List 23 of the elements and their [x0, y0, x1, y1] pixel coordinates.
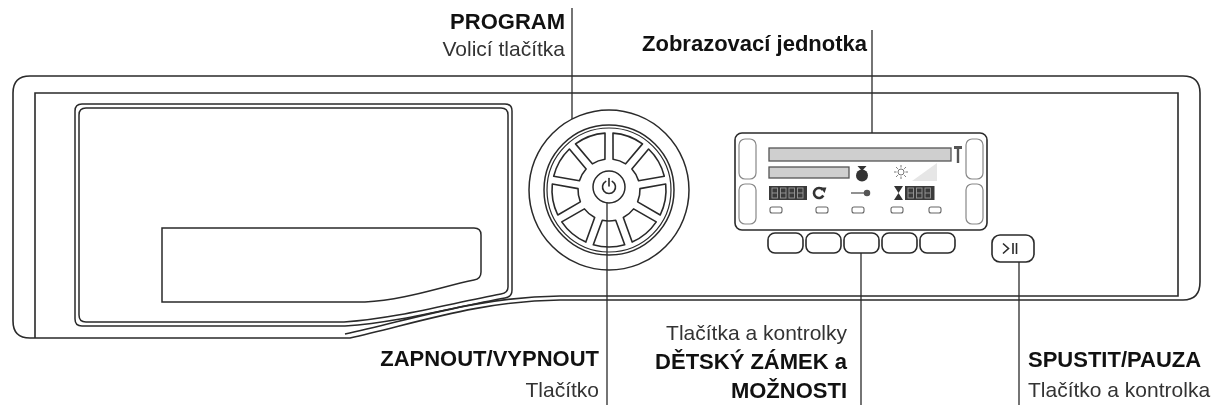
option-button	[843, 232, 880, 254]
callout-text: Tlačítka a kontrolky	[666, 320, 847, 346]
option-button	[881, 232, 918, 254]
callout-heading: PROGRAM	[450, 8, 565, 35]
callout-heading: DĚTSKÝ ZÁMEK a MOŽNOSTI	[654, 348, 847, 405]
leader-line	[1018, 261, 1020, 406]
callout-text: Tlačítko a kontrolka	[1028, 377, 1211, 403]
power-button	[592, 170, 626, 204]
option-button	[767, 232, 804, 254]
leader-line	[871, 29, 873, 134]
leader-line	[571, 7, 573, 120]
leader-line	[860, 252, 862, 406]
callout-heading: ZAPNOUT/VYPNOUT	[380, 345, 599, 373]
callout-heading: Zobrazovací jednotka	[642, 30, 867, 58]
callout-text: Volicí tlačítka	[442, 36, 565, 62]
option-button	[919, 232, 956, 254]
callout-text: Tlačítko	[525, 377, 599, 403]
callout-heading: SPUSTIT/PAUZA	[1028, 346, 1202, 374]
option-button	[805, 232, 842, 254]
leader-line	[606, 202, 608, 406]
display-unit	[734, 132, 988, 231]
start-pause-button	[991, 234, 1035, 263]
selector-dial	[528, 109, 690, 271]
